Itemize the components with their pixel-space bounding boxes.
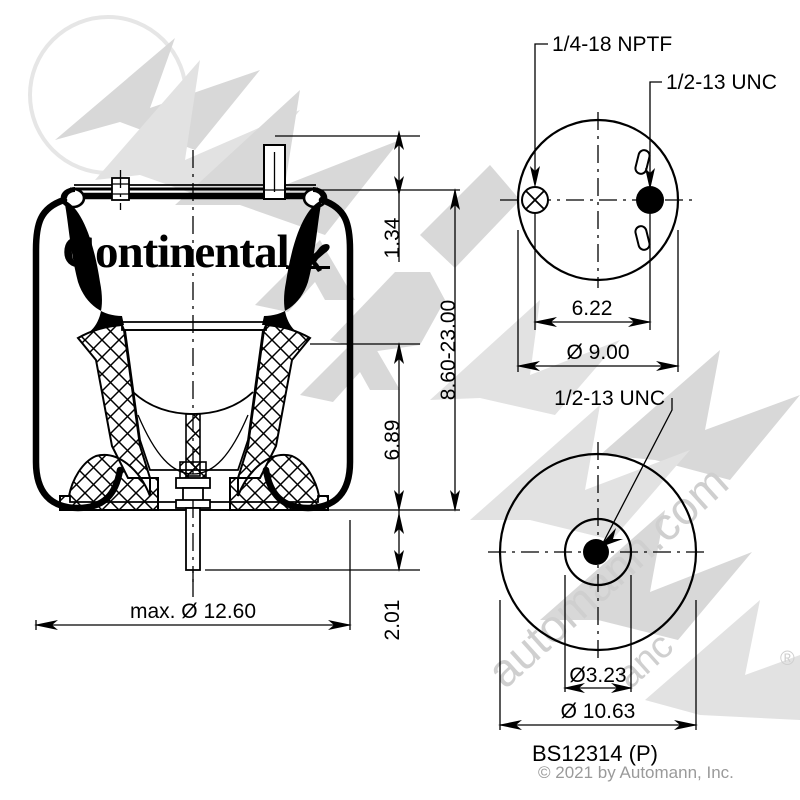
piston-top-plate	[121, 321, 267, 331]
dim-1-34-arrow-down	[394, 176, 404, 196]
top-plate-view: 1/4-18 NPTF 1/2-13 UNC 6.22 Ø 9.00	[500, 33, 777, 372]
callout-unc-bottom-leader	[602, 398, 673, 544]
watermark-arrow-4	[430, 300, 620, 415]
dim-label-piston-height: 6.89	[381, 420, 404, 461]
bead-left-shade	[62, 187, 75, 198]
top-stud-left	[111, 170, 130, 210]
dim-6-22-arrow-right	[628, 317, 652, 327]
dim-10-63-arrow-right	[674, 720, 698, 730]
piston-wall-left-hatched	[59, 323, 159, 511]
dim-label-top-plate-height: 1.34	[381, 217, 404, 258]
dim-stroke-range: 8.60-23.00	[437, 188, 460, 512]
dim-2-01-arrow-up	[394, 512, 404, 534]
top-stud-right	[263, 144, 286, 200]
dim-width-arrow-right	[328, 620, 352, 630]
slot-upper	[634, 149, 651, 175]
callout-unc-bottom: 1/2-13 UNC	[554, 387, 673, 548]
callout-unc-top: 1/2-13 UNC	[645, 71, 777, 190]
dim-inner-diameter: Ø3.23	[563, 575, 633, 693]
dim-1-34-arrow-up	[394, 130, 404, 150]
continental-horse-icon	[286, 229, 330, 274]
callout-unc-bottom-label: 1/2-13 UNC	[554, 387, 665, 410]
callout-unc-leader	[649, 81, 662, 182]
dim-label-bottom-stud: 2.01	[381, 600, 404, 641]
dim-6-89-arrow-up	[394, 342, 404, 364]
air-port-cross-2	[525, 190, 545, 210]
air-port-symbol	[521, 186, 549, 214]
dim-2-01-arrow-down	[394, 550, 404, 572]
slot-lower	[634, 225, 651, 251]
dim-6-89-arrow-down	[394, 490, 404, 512]
dim-label-inner-diameter: Ø3.23	[569, 664, 626, 687]
watermark-registered-mark: ®	[780, 648, 795, 670]
dim-6-22-arrow-left	[533, 317, 557, 327]
callout-nptf: 1/4-18 NPTF	[530, 33, 672, 188]
main-cross-section-view	[32, 144, 354, 600]
watermark-arrow-6	[470, 405, 690, 540]
dim-outer-diameter: Ø 10.63	[498, 600, 698, 730]
continental-logo: Continental	[62, 226, 330, 278]
dim-9-00-arrow-right	[656, 361, 680, 371]
watermark-arrow-8	[645, 600, 800, 720]
dim-width-arrow-left	[34, 620, 58, 630]
bolt-washer	[175, 477, 211, 489]
watermark-arrow-7	[540, 510, 752, 640]
piston-base-view: 1/2-13 UNC Ø3.23 Ø 10.63	[488, 387, 708, 730]
part-number-label: BS12314 (P)	[532, 741, 658, 766]
watermark-arrow-1	[55, 38, 260, 150]
center-bolt-assembly	[175, 413, 211, 582]
callout-nptf-arrow	[530, 166, 540, 188]
dim-label-stud-spacing: 6.22	[572, 297, 613, 320]
dim-overall-width: max. Ø 12.60	[34, 600, 352, 630]
dim-stroke-arrow-down	[450, 490, 460, 512]
dim-10-63-arrow-left	[498, 720, 522, 730]
callout-unc-arrow	[645, 168, 655, 190]
callout-unc-bottom-arrow	[598, 528, 623, 548]
dim-bottom-stud: 2.01	[381, 510, 404, 640]
mounting-stud-dot	[636, 186, 664, 214]
callout-nptf-leader	[534, 43, 548, 180]
piston-wall-right-hatched	[229, 323, 329, 511]
callout-unc-top-label: 1/2-13 UNC	[666, 71, 777, 94]
bellows-fold-left	[64, 200, 124, 338]
dim-stud-spacing: 6.22	[533, 213, 652, 330]
dim-top-plate-height: 1.34	[381, 130, 404, 262]
callout-nptf-label: 1/4-18 NPTF	[552, 33, 672, 56]
dim-label-outer-diameter: Ø 10.63	[561, 700, 636, 723]
dim-label-stroke-range: 8.60-23.00	[437, 300, 460, 400]
dim-label-overall-width: max. Ø 12.60	[130, 600, 256, 623]
copyright-label: © 2021 by Automann, Inc.	[538, 763, 734, 782]
dim-stroke-arrow-up	[450, 188, 460, 210]
watermark-arrow-5	[600, 350, 800, 480]
dim-piston-height: 6.89	[381, 342, 404, 512]
dim-9-00-arrow-left	[516, 361, 540, 371]
dim-3-23-arrow-left	[563, 683, 585, 693]
dim-3-23-arrow-right	[611, 683, 633, 693]
main-view-dimensions: 1.34 8.60-23.00 6.89 2.01 ma	[34, 130, 460, 640]
dim-label-plate-diameter: Ø 9.00	[566, 341, 629, 364]
continental-logo-text: Continental	[62, 226, 290, 278]
dim-plate-diameter: Ø 9.00	[516, 230, 680, 372]
